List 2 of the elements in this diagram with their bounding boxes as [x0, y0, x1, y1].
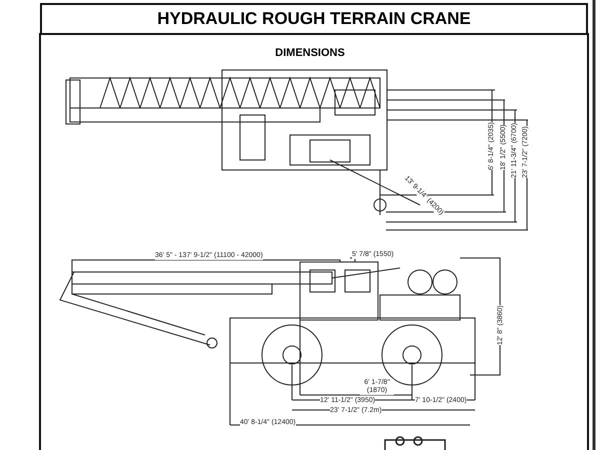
page-title: HYDRAULIC ROUGH TERRAIN CRANE [40, 3, 588, 35]
section-heading: DIMENSIONS [274, 47, 346, 59]
